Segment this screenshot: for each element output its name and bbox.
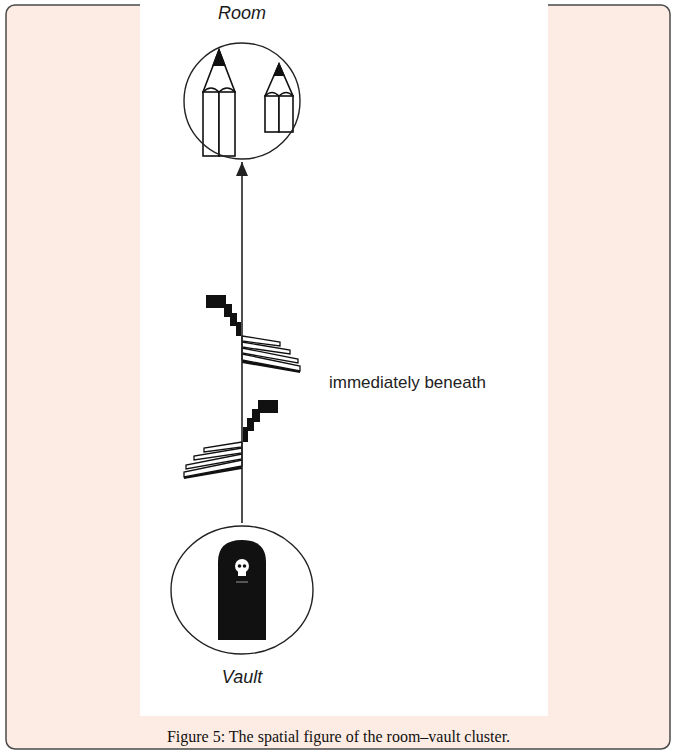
circle-node: Vault xyxy=(170,525,314,655)
circle-outline xyxy=(170,525,314,655)
circle-label: Vault xyxy=(222,667,262,688)
circle-outline xyxy=(183,42,301,160)
figure-panel xyxy=(140,4,548,716)
stair-arrow xyxy=(236,162,248,523)
pencil-icons xyxy=(203,50,293,156)
arrow-head xyxy=(236,162,248,176)
connector-line xyxy=(241,162,243,523)
circle-node: Room xyxy=(183,42,301,160)
figure-frame xyxy=(6,5,670,749)
figure-caption: Figure 5: The spatial figure of the room… xyxy=(0,728,677,746)
edge-label: immediately beneath xyxy=(326,372,489,394)
tombstone-icon xyxy=(218,540,266,640)
circle-label: Room xyxy=(218,3,266,24)
